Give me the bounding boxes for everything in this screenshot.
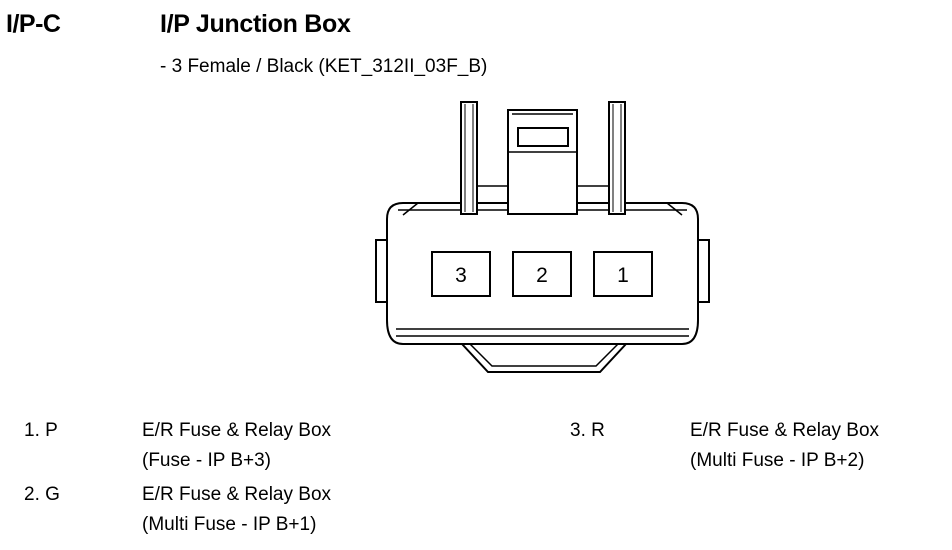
connector-code: I/P-C <box>6 10 61 38</box>
pin-3-description: E/R Fuse & Relay Box (Multi Fuse - IP B+… <box>690 416 879 476</box>
pin-cavity-2 <box>512 251 572 297</box>
pin-number-1: 1 <box>617 264 629 287</box>
page-title: I/P Junction Box <box>160 10 351 38</box>
pin-number-3: 3 <box>455 264 467 287</box>
connector-spec: - 3 Female / Black (KET_312II_03F_B) <box>160 56 488 77</box>
pin-cavity-3 <box>431 251 491 297</box>
pin-cavities: 3 2 1 <box>431 251 653 297</box>
pin-3-label: 3. R <box>570 420 605 441</box>
pin-1-circuit: (Fuse - IP B+3) <box>142 450 272 471</box>
bottom-key <box>461 343 627 373</box>
pin-3-circuit: (Multi Fuse - IP B+2) <box>690 450 865 471</box>
pin-1-label: 1. P <box>24 420 58 441</box>
pin-2-label: 2. G <box>24 484 60 505</box>
pin-3-destination: E/R Fuse & Relay Box <box>690 420 880 441</box>
pin-2-destination: E/R Fuse & Relay Box <box>142 484 332 505</box>
pin-1-description: E/R Fuse & Relay Box (Fuse - IP B+3) <box>142 416 331 476</box>
pin-cavity-1 <box>593 251 653 297</box>
connector-housing <box>375 202 710 345</box>
locking-latch <box>460 101 626 215</box>
pin-2-circuit: (Multi Fuse - IP B+1) <box>142 514 317 535</box>
pin-2-description: E/R Fuse & Relay Box (Multi Fuse - IP B+… <box>142 480 331 540</box>
pin-1-destination: E/R Fuse & Relay Box <box>142 420 332 441</box>
pin-number-2: 2 <box>536 264 548 287</box>
